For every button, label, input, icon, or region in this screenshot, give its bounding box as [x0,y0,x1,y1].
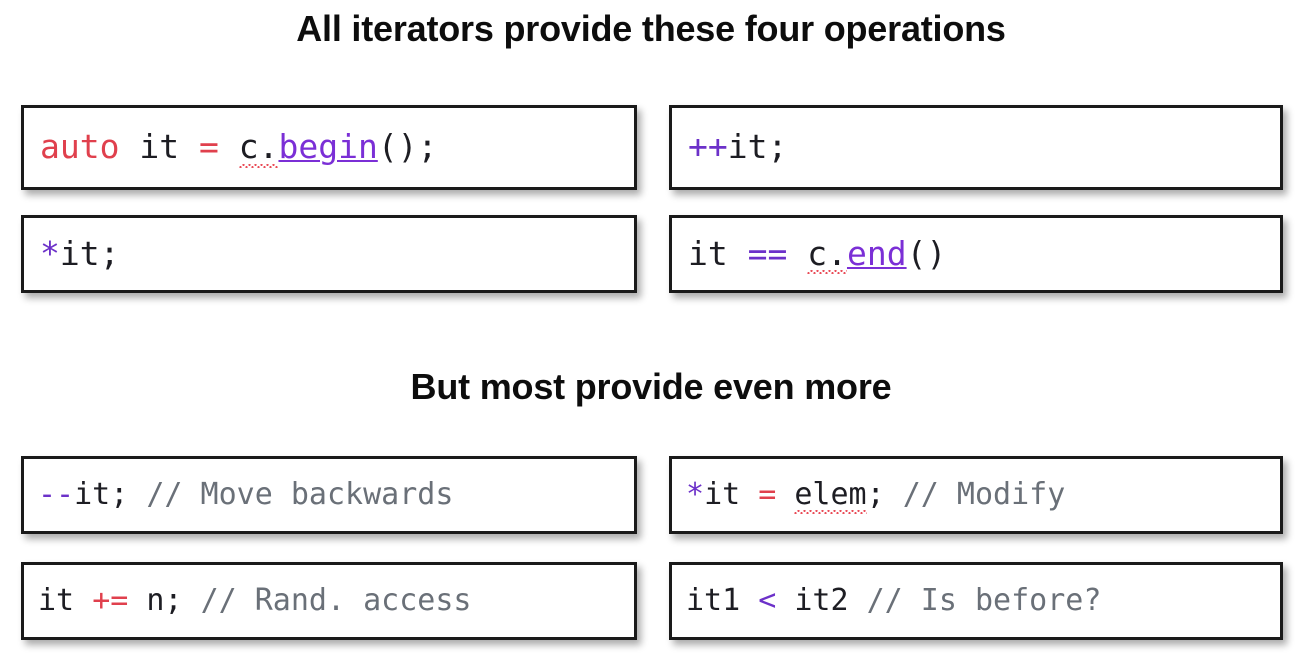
code-token: == [747,233,788,273]
code-token: c. [807,233,847,274]
code-line: *it = elem; // Modify [672,477,1066,514]
code-box-compare-to-end: it == c.end() [669,215,1283,293]
code-token: it; [74,477,147,513]
code-token: ; [866,477,903,513]
code-token: // Move backwards [146,477,454,513]
code-line: ++it; [672,127,788,167]
code-token: () [906,233,947,273]
code-token: -- [38,477,75,513]
code-box-decrement-iterator: --it; // Move backwards [21,456,637,534]
code-line: it == c.end() [672,233,947,274]
code-token: ++ [688,127,728,167]
code-box-iterator-ordering: it1 < it2 // Is before? [669,562,1283,640]
code-box-dereference-iterator: *it; [21,215,637,293]
code-box-random-access-advance: it += n; // Rand. access [21,562,637,640]
code-token: it; [59,233,120,273]
code-token: elem [794,477,867,514]
code-token: (); [377,127,438,167]
code-box-increment-iterator: ++it; [669,105,1283,190]
code-token: auto [40,127,120,167]
code-line: auto it = c.begin(); [24,127,438,168]
code-token: it; [727,127,788,167]
code-token: < [758,583,777,619]
code-token: it2 [776,583,867,619]
code-line: --it; // Move backwards [24,479,453,511]
code-token: // Rand. access [200,583,472,619]
code-token [787,234,807,273]
code-token: = [198,127,219,167]
code-token [219,127,239,166]
code-token: // Modify [902,477,1066,513]
code-token: it [119,127,199,167]
code-token: it [688,233,748,273]
code-line: it += n; // Rand. access [24,585,472,617]
code-token: c. [238,127,279,168]
code-token: it1 [686,583,759,619]
code-token: n; [128,583,201,619]
code-line: it1 < it2 // Is before? [672,585,1101,617]
code-token: = [758,477,777,513]
code-box-assign-through-iterator: *it = elem; // Modify [669,456,1283,534]
code-token: * [40,233,60,273]
code-box-declare-iterator: auto it = c.begin(); [21,105,637,190]
code-token: it [704,477,759,513]
code-token: * [686,477,705,513]
code-token: // Is before? [866,583,1102,619]
code-token: it [38,583,93,619]
code-token [776,477,794,512]
code-token: += [92,583,129,619]
code-token: end [846,233,907,273]
page-title-extra-operations: But most provide even more [410,366,892,407]
code-line: *it; [24,233,120,273]
page-title-core-operations: All iterators provide these four operati… [296,8,1006,49]
code-token: begin [278,127,378,167]
